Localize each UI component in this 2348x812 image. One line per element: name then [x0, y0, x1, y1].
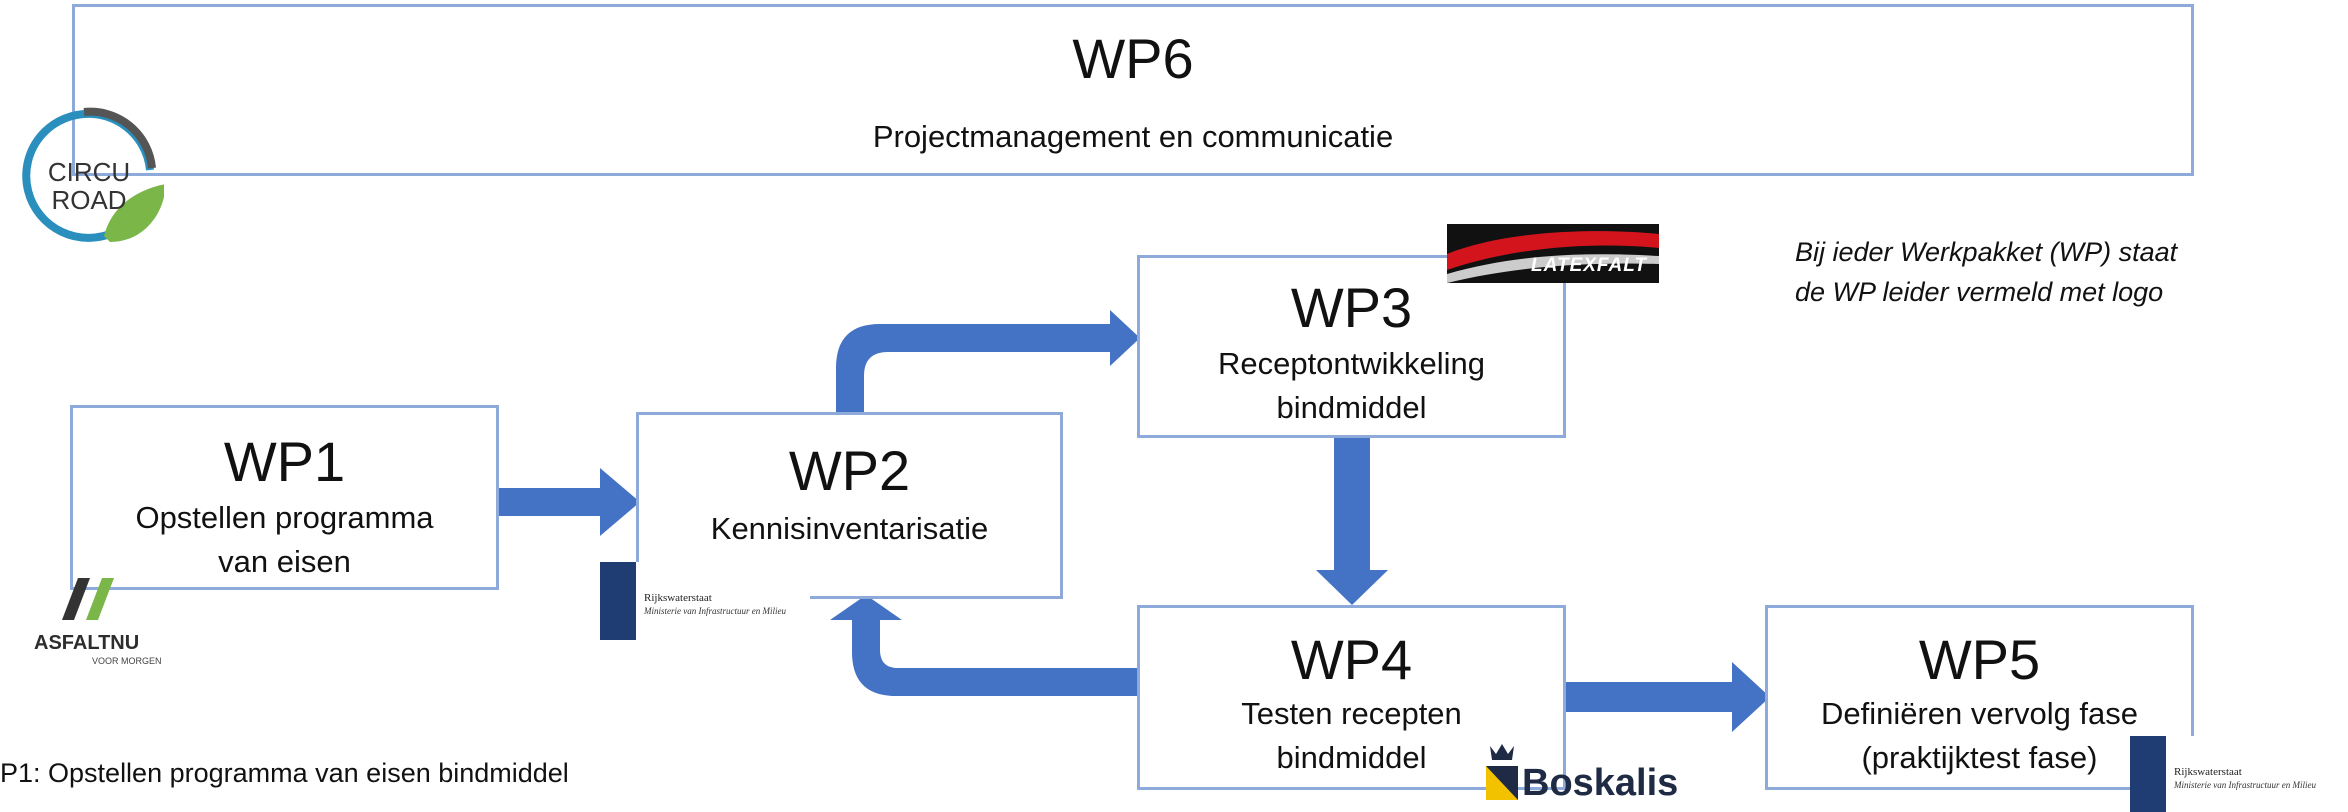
wp1-box: WP1 Opstellen programma van eisen: [70, 405, 499, 590]
legend-note: Bij ieder Werkpakket (WP) staat de WP le…: [1795, 232, 2177, 312]
circuroad-logo: CIRCU ROAD: [14, 106, 164, 246]
wp1-title: WP1: [223, 430, 346, 493]
note-line2: de WP leider vermeld met logo: [1795, 277, 2164, 307]
rijkswaterstaat-ministry: Ministerie van Infrastructuur en Milieu: [2174, 780, 2316, 790]
wp4-box: WP4 Testen recepten bindmiddel: [1137, 605, 1566, 790]
latexfalt-logo: LATEXFALT: [1447, 224, 1659, 283]
wp3-line2: bindmiddel: [1276, 390, 1427, 425]
caption: P1: Opstellen programma van eisen bindmi…: [0, 758, 569, 788]
asfaltnu-name: ASFALTNU: [34, 632, 140, 654]
asfaltnu-mark-icon: [62, 578, 114, 620]
arrow-wp3-wp4: [1316, 438, 1388, 605]
wp2-line1: Kennisinventarisatie: [710, 511, 989, 546]
wp6-description: Projectmanagement en communicatie: [872, 119, 1394, 154]
note-line1: Bij ieder Werkpakket (WP) staat: [1795, 237, 2178, 267]
rijkswaterstaat-ministry: Ministerie van Infrastructuur en Milieu: [644, 606, 786, 616]
asfaltnu-logo: ASFALTNU VOOR MORGEN: [34, 576, 162, 668]
wp6-box: WP6 Projectmanagement en communicatie: [72, 4, 2194, 176]
wp5-line1: Definiëren vervolg fase: [1820, 696, 2139, 731]
latexfalt-name: LATEXFALT: [1531, 255, 1647, 276]
wp4-line2: bindmiddel: [1276, 740, 1427, 775]
wp1-line1: Opstellen programma: [135, 500, 434, 535]
boskalis-crown-icon: [1486, 744, 1518, 800]
rijkswaterstaat-logo-wp5: Rijkswaterstaat Ministerie van Infrastru…: [2130, 736, 2348, 812]
asfaltnu-tagline: VOOR MORGEN: [92, 656, 162, 666]
boskalis-name: Boskalis: [1522, 762, 1679, 804]
rijkswaterstaat-crest-icon: [600, 562, 636, 640]
boskalis-logo: Boskalis: [1484, 742, 1694, 808]
wp3-box: WP3 Receptontwikkeling bindmiddel: [1137, 255, 1566, 438]
arrow-wp2-wp3: [836, 310, 1140, 412]
wp5-box: WP5 Definiëren vervolg fase (praktijktes…: [1765, 605, 2194, 790]
wp3-line1: Receptontwikkeling: [1217, 346, 1486, 381]
rijkswaterstaat-name: Rijkswaterstaat: [2174, 766, 2242, 778]
wp1-line2: van eisen: [218, 544, 351, 579]
wp6-title: WP6: [1072, 27, 1194, 90]
arrow-wp1-wp2: [495, 468, 640, 536]
circuroad-name: CIRCU ROAD: [47, 157, 131, 215]
rijkswaterstaat-logo-wp2: Rijkswaterstaat Ministerie van Infrastru…: [600, 562, 810, 640]
arrow-wp4-wp5: [1562, 662, 1770, 732]
arrow-wp4-wp2: [830, 595, 1140, 696]
wp2-box: WP2 Kennisinventarisatie: [636, 412, 1063, 599]
circuroad-ring-icon: [22, 107, 164, 242]
wp4-line1: Testen recepten: [1241, 696, 1462, 731]
rijkswaterstaat-name: Rijkswaterstaat: [644, 592, 712, 604]
wp4-title: WP4: [1290, 628, 1413, 691]
rijkswaterstaat-crest-icon: [2130, 736, 2166, 812]
wp5-line2: (praktijktest fase): [1861, 740, 2098, 775]
latexfalt-swoosh-icon: [1447, 231, 1659, 283]
wp2-title: WP2: [788, 439, 911, 502]
wp3-title: WP3: [1290, 276, 1413, 339]
wp5-title: WP5: [1918, 628, 2041, 691]
